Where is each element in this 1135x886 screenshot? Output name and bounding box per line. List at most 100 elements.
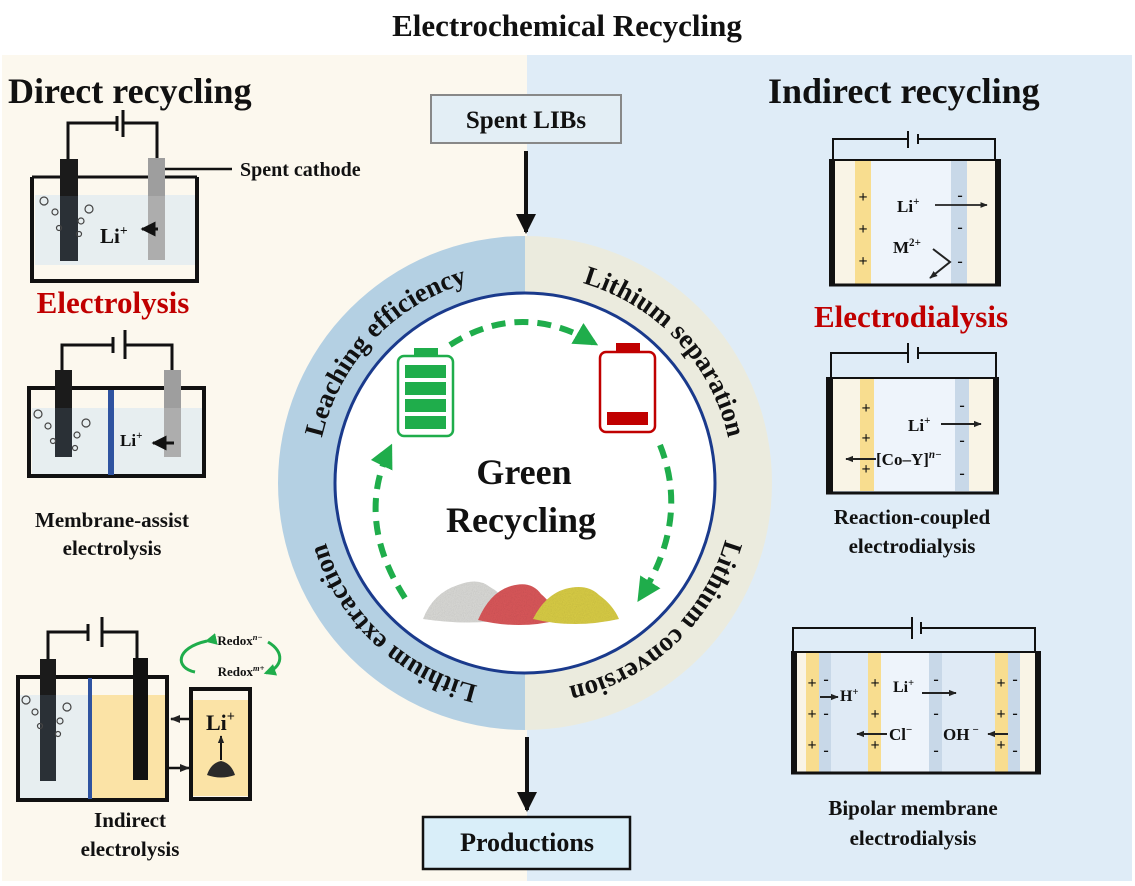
redox-cycle-arrow-right	[263, 640, 282, 676]
svg-text:-: -	[933, 671, 938, 688]
h-ion-label: H	[840, 688, 853, 705]
reaction-coupled-caption-2: electrodialysis	[849, 534, 976, 558]
ring-right-half	[525, 236, 772, 730]
svg-text:Li+: Li+	[206, 709, 235, 735]
svg-text:[Co–Y]n−: [Co–Y]n−	[876, 449, 942, 469]
svg-text:Li+: Li+	[100, 223, 128, 248]
svg-text:+: +	[870, 675, 879, 692]
battery-charge-bar	[405, 416, 446, 429]
cycle-arrow-right	[637, 443, 675, 603]
svg-text:Li+: Li+	[908, 415, 930, 435]
cl-ion-label: Cl	[889, 725, 906, 744]
svg-text:M2+: M2+	[893, 237, 921, 257]
low-battery-icon	[598, 343, 657, 434]
svg-text:-: -	[1012, 671, 1017, 688]
svg-text:Li+: Li+	[897, 196, 919, 216]
svg-text:-: -	[959, 432, 964, 449]
svg-text:-: -	[957, 187, 962, 204]
redox-cycle-arrow-left	[179, 633, 218, 674]
svg-text:-: -	[959, 397, 964, 414]
svg-text:+: +	[996, 675, 1005, 692]
bipolar-membrane-cell: + + + - - - + + + - - - + + + - - - H+ L…	[791, 617, 1041, 775]
leaching-tank	[189, 687, 252, 801]
reaction-coupled-cell: + + + - - - Li+ [Co–Y]n−	[826, 343, 999, 495]
cycle-arrow-top	[448, 319, 599, 348]
bipolar-caption-1: Bipolar membrane	[828, 796, 997, 820]
electrolysis-label: Electrolysis	[37, 285, 190, 320]
li-ion-label: Li	[100, 224, 120, 248]
svg-text:-: -	[957, 219, 962, 236]
indirect-recycling-heading: Indirect recycling	[768, 71, 1040, 111]
svg-text:-: -	[823, 671, 828, 688]
svg-text:H+: H+	[840, 687, 858, 705]
membrane-assist-caption-2: electrolysis	[63, 536, 162, 560]
li-ion-label: Li	[893, 679, 909, 696]
svg-text:Cl−: Cl−	[889, 724, 912, 744]
svg-text:Li+: Li+	[893, 678, 914, 696]
battery-charge-bar	[405, 399, 446, 412]
svg-text:+: +	[807, 706, 816, 723]
svg-text:-: -	[933, 742, 938, 759]
direct-recycling-heading: Direct recycling	[8, 71, 252, 111]
svg-text:+: +	[861, 400, 870, 417]
svg-text:-: -	[957, 253, 962, 270]
complex-ion-label: [Co–Y]	[876, 450, 929, 469]
svg-text:+: +	[996, 706, 1005, 723]
cation-exchange-membrane	[855, 160, 871, 284]
battery-symbol-wire	[66, 121, 159, 160]
indirect-electrolysis-caption-2: electrolysis	[81, 837, 180, 861]
gas-bubbles	[33, 409, 91, 452]
svg-text:-: -	[1012, 705, 1017, 722]
reaction-coupled-caption-1: Reaction-coupled	[834, 505, 991, 529]
core-label-recycling: Recycling	[446, 500, 596, 540]
productions-box: Productions	[421, 815, 632, 871]
svg-text:+: +	[996, 737, 1005, 754]
gas-bubbles	[21, 695, 72, 738]
electrodialysis-cell: + + + - - - Li+ M2+	[829, 131, 1001, 287]
full-battery-icon	[396, 348, 455, 438]
metal-ion-label: M	[893, 238, 909, 257]
membrane	[108, 390, 114, 475]
powder-pile-icon	[207, 761, 235, 778]
indirect-electrolysis-cell: Li+ Redoxn− Redoxm+	[16, 617, 282, 802]
gas-bubbles	[39, 196, 94, 238]
svg-text:+: +	[870, 737, 879, 754]
svg-text:Productions: Productions	[460, 828, 594, 857]
svg-text:-: -	[823, 742, 828, 759]
redox-bottom-label: Redox	[218, 664, 254, 679]
svg-text:+: +	[807, 737, 816, 754]
core-label-green: Green	[476, 452, 571, 492]
recycled-powders	[423, 581, 619, 625]
svg-text:OH−: OH−	[943, 724, 979, 744]
membrane-assist-cell: Li+	[27, 330, 206, 478]
svg-text:-: -	[959, 465, 964, 482]
spent-cathode-label: Spent cathode	[240, 159, 361, 181]
ring-left-half	[278, 236, 525, 730]
battery-charge-bar	[405, 382, 446, 395]
svg-text:+: +	[858, 189, 867, 206]
svg-text:-: -	[823, 705, 828, 722]
cycle-arrow-left	[370, 443, 408, 600]
membrane-assist-caption-1: Membrane-assist	[35, 508, 189, 532]
battery-charge-bar	[607, 412, 648, 425]
svg-text:+: +	[861, 430, 870, 447]
li-ion-label: Li	[897, 197, 913, 216]
anion-exchange-membrane	[951, 160, 967, 284]
svg-text:+: +	[861, 461, 870, 478]
electrolysis-cell: Spent cathode Li+	[30, 110, 361, 283]
svg-text:+: +	[807, 675, 816, 692]
svg-text:+: +	[870, 706, 879, 723]
svg-text:Spent LIBs: Spent LIBs	[466, 107, 586, 134]
svg-text:Redoxn−: Redoxn−	[217, 632, 262, 648]
spent-libs-box: Spent LIBs	[430, 94, 622, 144]
yellow-powder-pile	[533, 587, 619, 624]
redox-top-label: Redox	[217, 633, 253, 648]
indirect-electrolysis-caption-1: Indirect	[94, 808, 166, 832]
svg-text:Li+: Li+	[120, 430, 142, 450]
li-ion-label: Li	[206, 710, 227, 735]
svg-text:-: -	[933, 705, 938, 722]
svg-text:-: -	[1012, 742, 1017, 759]
bipolar-caption-2: electrodialysis	[850, 826, 977, 850]
svg-text:Redoxm+: Redoxm+	[218, 663, 265, 679]
